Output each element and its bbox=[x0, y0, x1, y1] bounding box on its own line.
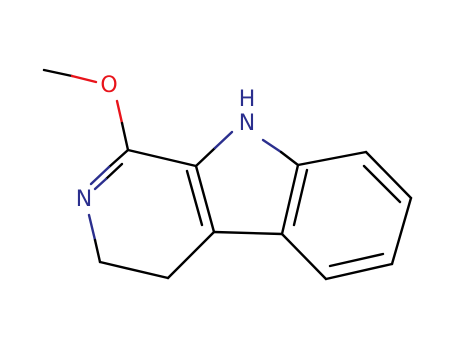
c4a-c9a-double bbox=[185, 169, 204, 227]
n2-c3-bond-n bbox=[87, 213, 97, 242]
c9a-n9-bond-c bbox=[194, 146, 217, 168]
c8a-c8-bond bbox=[296, 150, 368, 167]
indole-nitrogen-atom-label: N bbox=[239, 111, 255, 136]
ring-nitrogen-atom-label: N bbox=[76, 187, 92, 212]
n2-c3-bond-c bbox=[93, 238, 102, 264]
c7-c6-bond bbox=[390, 196, 413, 266]
oxygen-c1-bond-o bbox=[115, 99, 124, 125]
c4b-c8a-bond bbox=[280, 163, 300, 236]
c9a-n9-bond-n bbox=[213, 130, 234, 150]
c4-c4a-bond bbox=[166, 230, 216, 280]
c1-n2-double-c bbox=[104, 162, 124, 181]
c6-c5-double bbox=[328, 252, 385, 268]
methyl-bond bbox=[42, 68, 74, 78]
indole-hydrogen-label: H bbox=[239, 87, 256, 112]
n9-c8a-bond-n bbox=[261, 138, 283, 154]
c9a-c1-bond bbox=[126, 148, 198, 168]
c1-n2-double-n bbox=[93, 177, 108, 191]
c6-c5-bond bbox=[324, 262, 394, 281]
methyl-oxygen-bond bbox=[70, 74, 98, 84]
c8-c7-double bbox=[362, 164, 402, 204]
c8-c7-bond bbox=[364, 150, 413, 200]
oxygen-c1-bond-c bbox=[120, 121, 130, 152]
oxygen-atom-label: O bbox=[100, 73, 117, 98]
c4a-c4b-bond bbox=[212, 230, 284, 236]
c3-c4-bond bbox=[98, 260, 170, 280]
n9-c8a-bond-c bbox=[279, 150, 300, 167]
c5-c4b-bond bbox=[280, 232, 328, 281]
c1-n2-bond-c bbox=[107, 148, 130, 169]
c4b-c8a-double bbox=[292, 168, 309, 227]
c1-n2-bond-n bbox=[89, 165, 111, 186]
c4a-c9a-bond bbox=[194, 164, 216, 234]
